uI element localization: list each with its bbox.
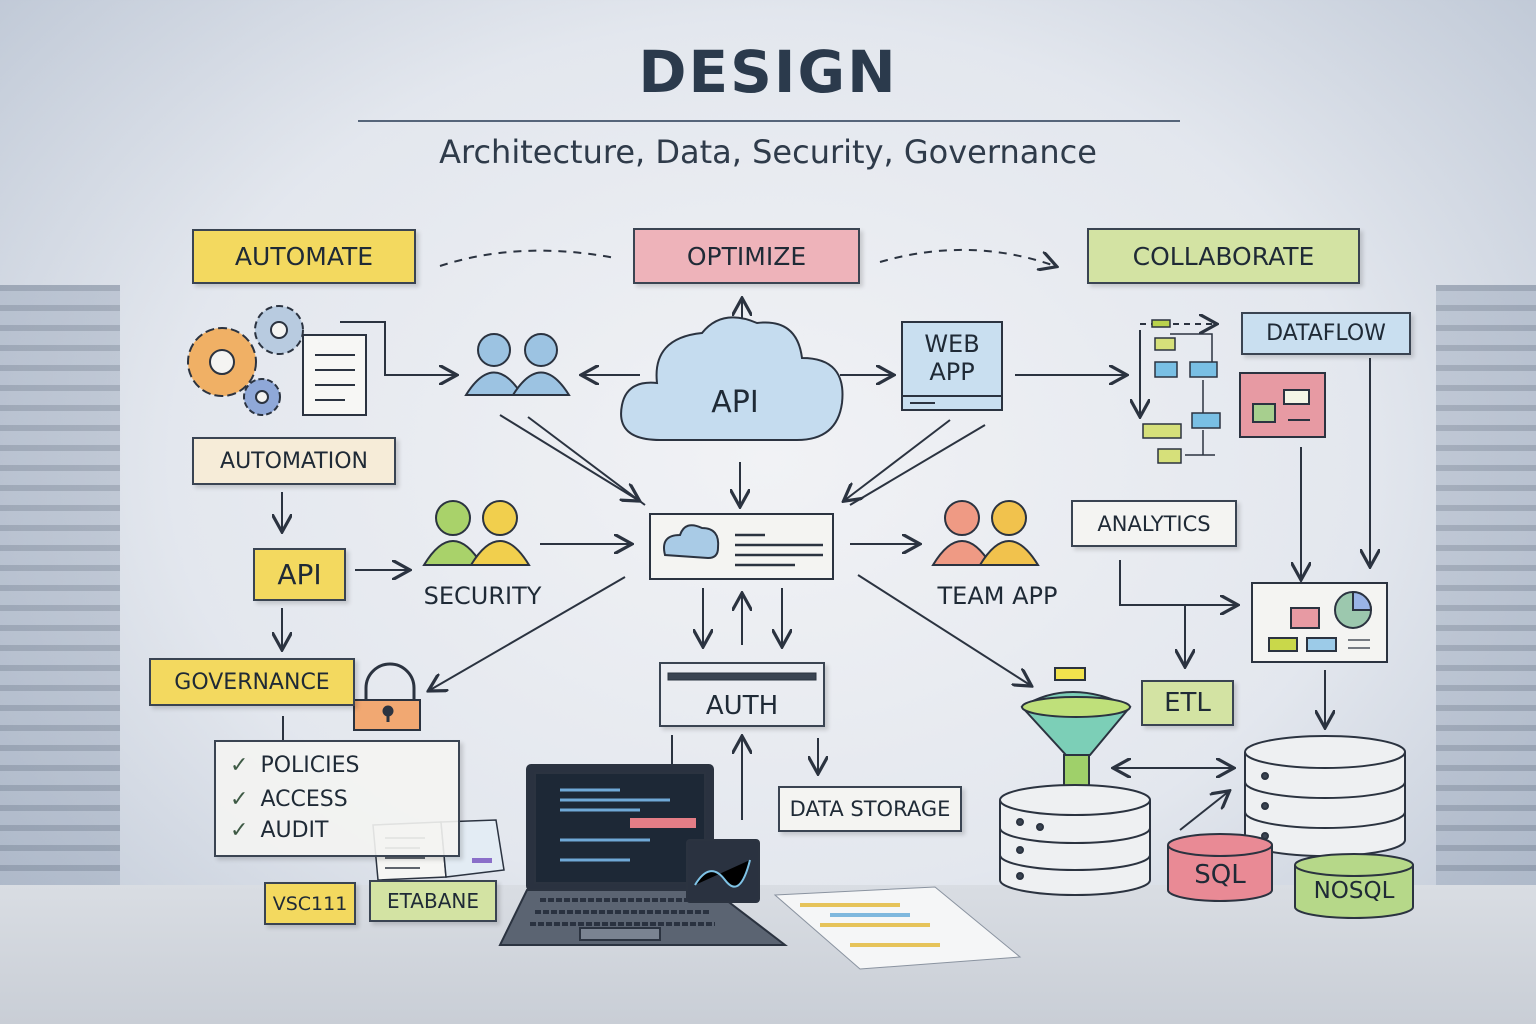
dashboard-panel-pink (1239, 372, 1326, 438)
governance-label: GOVERNANCE (149, 658, 355, 706)
page-subtitle: Architecture, Data, Security, Governance (439, 133, 1097, 171)
automation-label: AUTOMATION (192, 437, 396, 485)
gears-icon (187, 305, 304, 416)
nosql-cylinder (1294, 853, 1414, 919)
sql-cylinder (1167, 833, 1273, 902)
security-label: SECURITY (423, 582, 542, 610)
team-app-label: TEAM APP (937, 582, 1058, 610)
check-icon: ✓ (230, 787, 249, 812)
page-title: DESIGN (638, 38, 898, 106)
cloud-icon (620, 316, 844, 441)
sql-label: SQL (1194, 860, 1246, 890)
database-right (1244, 735, 1406, 857)
cloud-api-label: API (711, 385, 759, 420)
title-divider (358, 120, 1180, 122)
flow-diagram-icon (1142, 319, 1221, 464)
service-panel (649, 513, 834, 580)
users-icon-security (422, 500, 531, 566)
users-icon-team (931, 500, 1040, 566)
funnel-icon (1020, 667, 1132, 791)
auth-label: AUTH (659, 662, 825, 727)
etabane-sticky-note: ETABANE (369, 880, 497, 922)
optimize-label: OPTIMIZE (633, 228, 860, 284)
check-icon: ✓ (230, 818, 249, 843)
dataflow-label: DATAFLOW (1241, 312, 1411, 355)
checklist-item-access: ✓ACCESS (230, 787, 348, 812)
server-rack-right (1436, 285, 1536, 885)
web-app-line1: WEB (924, 330, 980, 358)
api-label: API (253, 548, 346, 601)
analytics-dashboard (1251, 582, 1388, 663)
data-storage-label: DATA STORAGE (778, 786, 962, 832)
server-rack-left (0, 285, 120, 885)
users-icon-top (464, 333, 571, 396)
governance-checklist (214, 740, 460, 857)
papers-icon (773, 886, 1022, 970)
etl-label: ETL (1141, 680, 1234, 726)
checklist-item-audit: ✓AUDIT (230, 818, 329, 843)
check-icon: ✓ (230, 753, 249, 778)
web-app-label: WEB APP (902, 330, 1002, 386)
vsc-sticky-note: VSC111 (264, 882, 356, 925)
web-app-icon (901, 321, 1003, 411)
collaborate-label: COLLABORATE (1087, 228, 1360, 284)
laptop-icon (498, 764, 788, 946)
web-app-line2: APP (929, 358, 975, 386)
desk-surface (0, 885, 1536, 1024)
auth-panel-decoration (667, 672, 817, 681)
lock-icon (353, 662, 421, 731)
database-left (999, 784, 1151, 896)
analytics-label: ANALYTICS (1071, 500, 1237, 547)
document-icon (302, 334, 367, 416)
nosql-label: NOSQL (1313, 878, 1395, 904)
automate-label: AUTOMATE (192, 229, 416, 284)
checklist-item-policies: ✓POLICIES (230, 753, 360, 778)
